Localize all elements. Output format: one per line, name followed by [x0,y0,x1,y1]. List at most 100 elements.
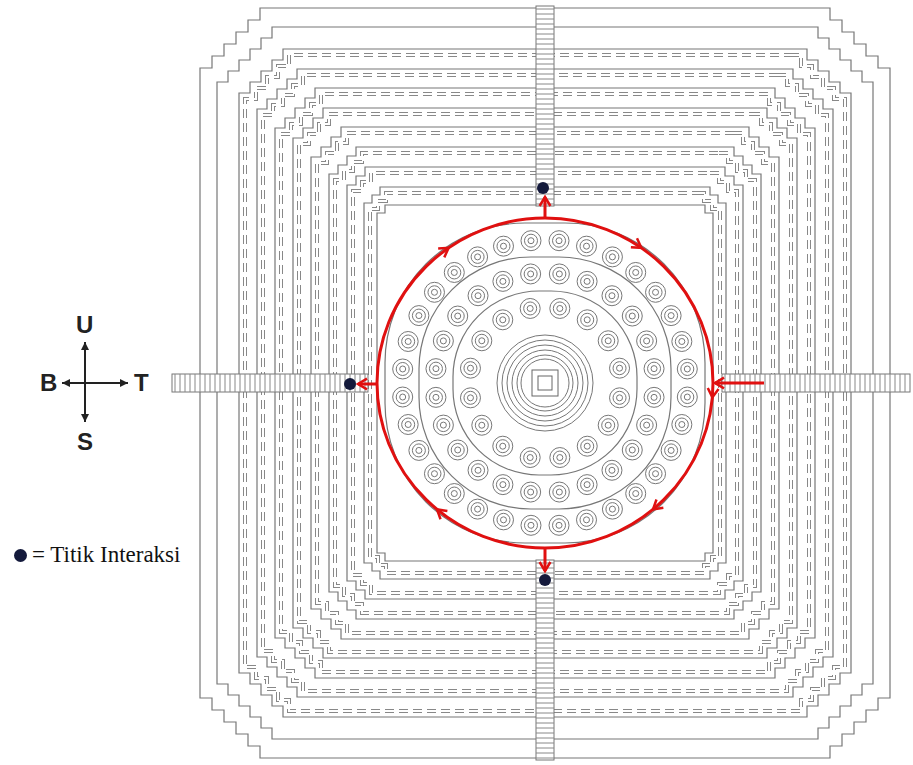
stair-step [536,144,554,145]
stupa [668,447,674,453]
stair-step [860,374,861,392]
walking-route [344,182,764,586]
stupa [549,482,569,502]
niche-row [317,133,773,633]
stair-step [260,374,261,392]
stair-step [300,374,301,392]
stupa [467,365,473,371]
stair-step [890,374,891,392]
stupa [651,366,657,372]
stair-step [240,374,241,392]
stupa [521,231,541,251]
stupa [580,240,593,253]
stupa [416,313,422,319]
stupa [524,486,537,499]
main-stupa [497,335,593,431]
stupa [553,234,566,247]
stair-step [536,688,554,689]
stair-step [536,673,554,674]
stupa [577,436,597,456]
stupa [602,247,622,267]
stupa [557,305,563,311]
stupa [613,391,626,404]
stair-step [805,374,806,392]
stupa [581,478,594,491]
stupa [644,338,650,344]
stupa [426,359,446,379]
stupa [609,254,615,260]
stupa [424,464,444,484]
stupa [433,366,439,372]
route-arrowhead [708,388,719,397]
stair-step [536,9,554,10]
stair-step [250,374,251,392]
stair-step [255,374,256,392]
stair-step [330,374,331,392]
stair-step [235,374,236,392]
stupa [460,388,480,408]
stair-step [536,109,554,110]
stupa [681,362,694,375]
stupa [622,440,642,460]
stupa [428,467,441,480]
stair-step [536,703,554,704]
stupa [524,267,537,280]
stair-step [536,643,554,644]
stupa [433,415,453,435]
stupa [500,278,506,284]
stupa [609,467,615,473]
stupa [471,503,484,516]
stupa [393,387,413,407]
stair-step [815,374,816,392]
stair-step [536,698,554,699]
stupa [633,269,639,275]
stupa [493,475,513,495]
stair-step [905,374,906,392]
niche-row [370,193,720,573]
stupa [602,499,622,519]
stupa [549,231,569,251]
stair-step [536,54,554,55]
stupa [661,306,681,326]
stupa [577,236,597,256]
stair-step [536,39,554,40]
stupa [556,522,562,528]
stupa [550,298,570,318]
stair-step [536,139,554,140]
stair-step [536,718,554,719]
route-arrowhead [358,379,367,390]
terrace-outline [329,147,761,619]
stupa [553,267,566,280]
stupa [648,391,661,404]
stupa [613,362,626,375]
legend-text: = Titik Interaksi [62,542,182,568]
stupa [651,394,657,400]
main-stupa [502,340,588,426]
stupa [412,444,425,457]
stair-step [536,638,554,639]
stupa [606,503,619,516]
stair-step [785,374,786,392]
stair-step [536,24,554,25]
stupa [475,254,481,260]
compass-head [120,379,128,387]
stair-step [880,374,881,392]
stair-step [536,124,554,125]
stair-step [230,374,231,392]
stair-step [825,374,826,392]
stairway [172,374,368,392]
stair-step [536,89,554,90]
compass-head [81,414,89,422]
stair-step [770,374,771,392]
stair-step [775,374,776,392]
stupa [524,234,537,247]
stairways [172,6,910,760]
stupa [681,391,694,404]
stupa [431,471,437,477]
stupa [475,293,481,299]
compass-head [62,379,70,387]
main-stupa [521,359,569,407]
stupa [580,513,593,526]
stupa [440,338,446,344]
stair-step [536,79,554,80]
